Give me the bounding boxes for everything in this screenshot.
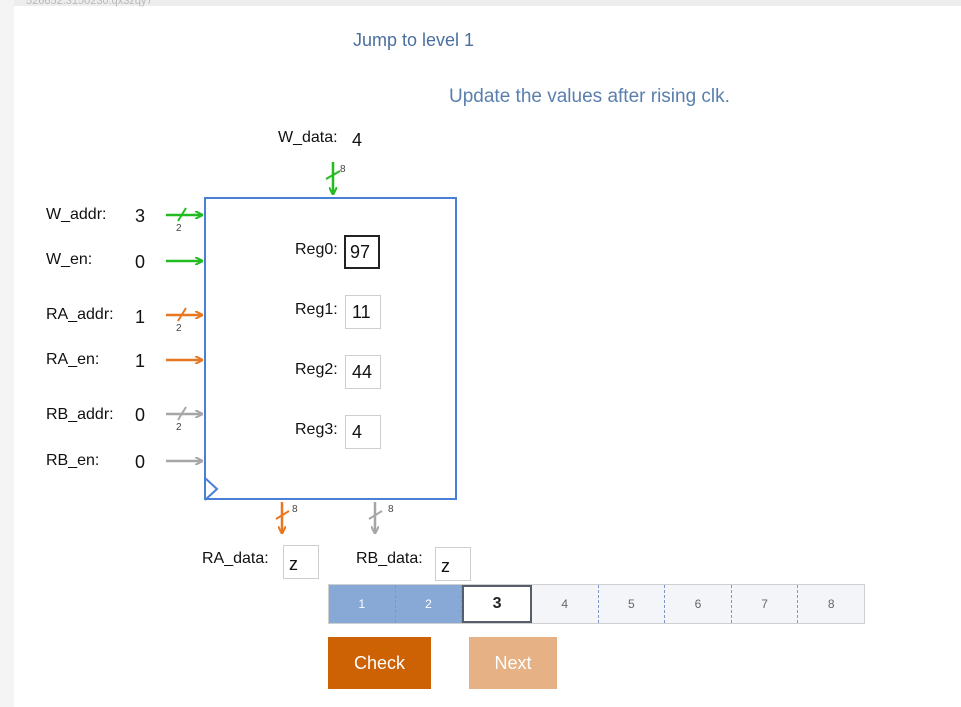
rb-addr-width: 2 bbox=[176, 422, 182, 433]
ra-data-wire: 8 bbox=[275, 502, 298, 533]
w-addr-label: W_addr: bbox=[46, 206, 107, 223]
rb-addr-wire: 2 bbox=[166, 406, 202, 433]
progress-step-3[interactable]: 3 bbox=[462, 585, 532, 623]
reg3-input[interactable] bbox=[345, 415, 381, 449]
ra-addr-wire: 2 bbox=[166, 307, 202, 334]
w-en-label: W_en: bbox=[46, 251, 93, 268]
rb-en-label: RB_en: bbox=[46, 452, 100, 469]
reg3-label: Reg3: bbox=[295, 421, 338, 438]
w-en-value: 0 bbox=[135, 252, 146, 272]
reg1-label: Reg1: bbox=[295, 301, 338, 318]
jump-to-level-link[interactable]: Jump to level 1 bbox=[353, 30, 475, 50]
register-file-block bbox=[204, 197, 457, 500]
next-button[interactable]: Next bbox=[469, 637, 557, 689]
progress-step-6[interactable]: 6 bbox=[665, 585, 732, 623]
rb-data-width: 8 bbox=[388, 504, 394, 515]
ra-en-value: 1 bbox=[135, 351, 146, 371]
progress-step-2[interactable]: 2 bbox=[395, 585, 463, 623]
check-button[interactable]: Check bbox=[328, 637, 431, 689]
reg1-input[interactable] bbox=[345, 295, 381, 329]
reg0-input[interactable] bbox=[344, 235, 380, 269]
clock-input-icon bbox=[204, 477, 219, 501]
progress-step-5[interactable]: 5 bbox=[599, 585, 666, 623]
w-data-width: 8 bbox=[340, 164, 346, 175]
ra-addr-width: 2 bbox=[176, 323, 182, 334]
page-top-bar bbox=[14, 0, 961, 6]
rb-data-wire: 8 bbox=[368, 502, 394, 533]
reg0-label: Reg0: bbox=[295, 241, 338, 258]
w-addr-value: 3 bbox=[135, 206, 146, 226]
instruction-text: Update the values after rising clk. bbox=[449, 86, 730, 107]
w-data-wire: 8 bbox=[325, 162, 346, 194]
progress-step-8[interactable]: 8 bbox=[827, 597, 835, 611]
progress-steps: 1 2 3 4 5 6 7 8 bbox=[328, 584, 865, 624]
session-id: 526652.3150230.qx3zqy7 bbox=[26, 0, 153, 7]
reg2-input[interactable] bbox=[345, 355, 381, 389]
ra-en-label: RA_en: bbox=[46, 351, 100, 368]
rb-addr-label: RB_addr: bbox=[46, 406, 114, 423]
w-data-value: 4 bbox=[352, 130, 363, 150]
ra-data-width: 8 bbox=[292, 504, 298, 515]
rb-en-value: 0 bbox=[135, 452, 146, 472]
ra-addr-label: RA_addr: bbox=[46, 306, 114, 323]
progress-step-4[interactable]: 4 bbox=[532, 585, 599, 623]
page-left-margin bbox=[0, 0, 14, 707]
progress-step-7[interactable]: 7 bbox=[732, 585, 799, 623]
rb-data-label: RB_data: bbox=[356, 550, 423, 567]
rb-data-value: z bbox=[435, 547, 471, 581]
rb-addr-value: 0 bbox=[135, 405, 146, 425]
w-data-label: W_data: bbox=[278, 129, 338, 146]
ra-addr-value: 1 bbox=[135, 307, 146, 327]
ra-data-label: RA_data: bbox=[202, 550, 269, 567]
w-addr-wire: 2 bbox=[166, 207, 202, 234]
w-addr-width: 2 bbox=[176, 223, 182, 234]
ra-data-value: z bbox=[283, 545, 319, 579]
reg2-label: Reg2: bbox=[295, 361, 338, 378]
progress-step-1[interactable]: 1 bbox=[329, 585, 396, 623]
